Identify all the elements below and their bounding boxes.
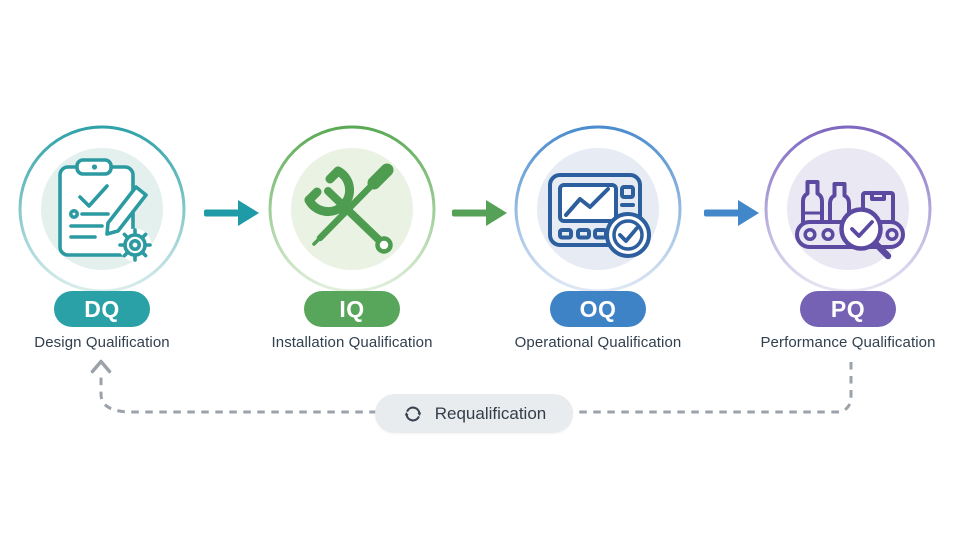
- requalification-label: Requalification: [434, 403, 547, 423]
- requalification-pill: Requalification: [375, 394, 573, 433]
- stage-dq-label: Design Qualification: [34, 334, 170, 351]
- stage-pq-badge: PQ: [800, 291, 896, 327]
- refresh-cycle-icon: [404, 406, 421, 421]
- arrow-dq-to-iq: [204, 200, 259, 226]
- stage-oq-label: Operational Qualification: [514, 334, 682, 351]
- stage-iq-circle: [268, 125, 436, 293]
- stage-oq: OQ Operational Qualification: [488, 123, 708, 351]
- stage-pq-circle: [764, 125, 932, 293]
- loop-up-arrowhead: [90, 359, 112, 374]
- arrow-oq-to-pq: [704, 200, 759, 226]
- stage-oq-badge: OQ: [549, 291, 647, 327]
- stage-iq-label: Installation Qualification: [271, 334, 433, 351]
- stage-pq: PQ Performance Qualification: [738, 123, 958, 351]
- stage-dq-badge: DQ: [54, 291, 150, 327]
- control-panel-check-icon: [548, 173, 651, 258]
- stage-dq-circle: [18, 125, 186, 293]
- clipboard-check-pencil-gear-icon: [58, 158, 152, 262]
- conveyor-inspection-icon: [795, 180, 905, 260]
- stage-pq-label: Performance Qualification: [760, 334, 936, 351]
- wrench-screwdriver-icon: [304, 163, 394, 254]
- stage-iq-badge: IQ: [304, 291, 400, 327]
- stage-oq-circle: [514, 125, 682, 293]
- arrow-iq-to-oq: [452, 200, 507, 226]
- stage-iq: IQ Installation Qualification: [242, 123, 462, 351]
- stage-dq: DQ Design Qualification: [0, 123, 212, 351]
